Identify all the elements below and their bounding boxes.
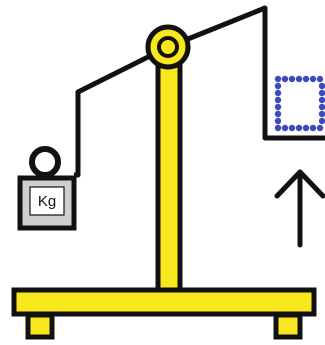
left-hanging-string <box>74 92 81 178</box>
dotted-box-dot <box>274 110 282 118</box>
right-hanging-string <box>262 8 325 141</box>
kilogram-weight-icon: Kg <box>17 146 77 231</box>
dotted-box-dot <box>274 89 282 97</box>
arrow-head <box>274 169 325 199</box>
dotted-box-dot <box>318 89 325 97</box>
dotted-box-dot <box>318 82 325 90</box>
dotted-box-dot <box>318 96 325 104</box>
dotted-box-dot <box>318 110 325 118</box>
dotted-box-dot <box>309 124 317 132</box>
dotted-box-dot <box>309 75 317 83</box>
weight-label-plate <box>29 186 65 216</box>
dotted-box-dot <box>318 103 325 111</box>
dotted-box-dot <box>274 75 282 83</box>
scale-left-foot <box>25 312 55 340</box>
dotted-box-dot <box>302 124 310 132</box>
dotted-box-dot <box>274 117 282 125</box>
scale-pivot-center <box>157 36 179 58</box>
dotted-box-dot <box>274 124 282 132</box>
dotted-box-dot <box>274 96 282 104</box>
dotted-box-dot <box>274 103 282 111</box>
scale-right-foot <box>273 312 303 340</box>
dotted-box-dot <box>318 117 325 125</box>
dotted-box-dot <box>316 75 324 83</box>
weight-ring <box>29 146 61 178</box>
dotted-box-dot <box>281 75 289 83</box>
dotted-box-dot <box>274 82 282 90</box>
scale-column <box>155 57 183 293</box>
scale-base-bar <box>11 287 317 317</box>
up-arrow-icon <box>274 169 325 248</box>
dotted-box-dot <box>288 75 296 83</box>
dotted-box-dot <box>316 124 324 132</box>
dotted-box-dot <box>288 124 296 132</box>
dotted-box-dot <box>281 124 289 132</box>
dotted-box-dot <box>302 75 310 83</box>
dotted-box-dot <box>295 75 303 83</box>
dotted-box-dot <box>295 124 303 132</box>
weight-label: Kg <box>38 193 56 210</box>
dotted-box-icon <box>274 75 325 132</box>
